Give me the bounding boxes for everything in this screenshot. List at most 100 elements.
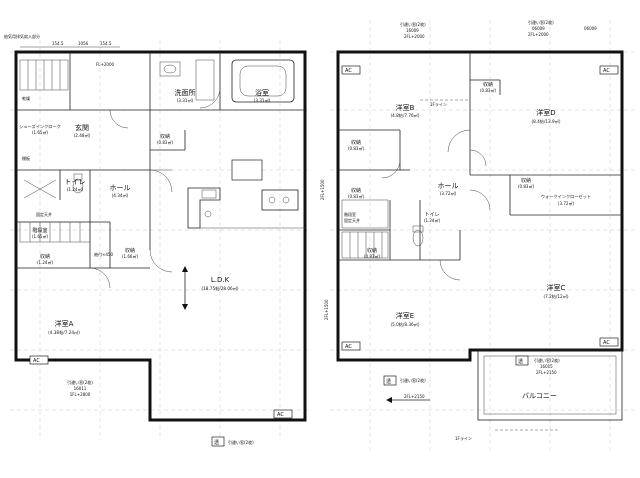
floor2-ac-br [599,337,619,347]
room-storage3: 収納 [40,253,50,260]
room-kaidan: 階段室 [32,227,47,234]
floor2-top-right-fl: 2FL+2000 [528,32,549,37]
floor1-ac-1-label: AC [33,358,40,364]
floor1-window-h: 16011 [74,386,87,391]
floor2-dim-mid: 2FL+1500 [320,179,325,200]
floor1-stairs [19,59,91,243]
floor2-plan: 引違い窓(2枚) 16009 2FL+2000 引違い窓(2枚) 06009 2… [320,19,624,441]
floor2-arrow [386,397,430,403]
room-storage-c-area: (0.83㎡) [348,193,364,199]
room-senmen-area: (3.31㎡) [177,97,194,103]
room-genkan-area: (2.48㎡) [74,132,91,138]
floor2-window2-fl: 2FL+2150 [404,394,425,399]
floor1-toumei-box [211,436,225,447]
room-kaidan-area: (1.65㎡) [32,233,48,239]
room-storage-d: 収納 [521,177,531,184]
floor2-top-note: 引違い窓(2枚) [400,21,426,27]
floor1-label-dimfl: FL+2000 [96,62,115,67]
room-yoshitsu-e-area: (5.0帖/8.36㎡) [390,321,419,328]
room-yoshitsu-b-area: (4.8帖/7.76㎡) [390,112,419,119]
floor1-plan: 給気用排気扇入部分 154.5 1056 154.5 [4,33,307,447]
floor2-outer-wall [336,50,624,362]
room-walkin: ウォークインクローゼット [541,193,591,200]
floor1-toumei: 透 [214,439,219,446]
floor2-toumei1: 透 [518,358,523,365]
room-hall2: ホール [438,182,459,190]
floor2-window-fl: 2FL+2150 [536,370,557,375]
floor2-window-h: 16015 [540,364,553,369]
floor2-top-right: 引違い窓(2枚) [528,19,554,25]
room-yoshitsu-a-area: (4.38帖/7.24㎡) [48,329,80,336]
room-yokushitsu-area: (3.31㎡) [254,97,271,103]
floor2-ac-tl [341,65,361,75]
room-toilet2-area: (1.24㎡) [424,217,440,223]
room-yokushitsu: 浴室 [255,88,269,97]
floor2-stairs [341,199,389,259]
floor1-window-label: 引違い窓(2枚) [67,379,93,385]
floor2-koteki-label: 固定天井 [344,217,360,223]
room-storage-c: 収納 [351,187,361,194]
floor2-window2-label: 引違い窓(2枚) [400,377,426,383]
grid-lines [10,20,635,450]
floor1-fixtures [72,59,215,194]
room-storage-e-area: (0.83㎡) [364,253,380,259]
floor1-ac-1 [29,355,49,365]
floor1-dim-left: 154.5 [52,41,64,46]
room-ldk: L.D.K [211,276,230,284]
floor1-kitchen [187,159,305,229]
floor2-toumei1-box [515,355,529,366]
floor1-doors [89,87,221,289]
room-toilet2: トイレ [424,212,439,218]
room-yoshitsu-a: 洋室A [55,319,74,328]
floor1-bathtub [231,59,295,103]
room-toilet-area: (1.24㎡) [67,186,84,192]
room-shoes-area: (1.65㎡) [32,129,48,135]
floor2-top-note-fl: 2FL+2000 [404,34,425,39]
floor2-top-right-h: 06009 [532,26,545,31]
room-ldk-area: (18.75帖/28.06㎡) [201,285,238,292]
floor2-dim-side: 2FL+1500 [324,299,329,320]
room-yoshitsu-d-area: (8.4帖/13.9㎡) [531,118,560,125]
room-senmen: 洗面所 [175,88,196,97]
room-yoshitsu-b: 洋室B [396,103,415,112]
floor1-label-tana: 棚板 [22,155,30,161]
room-genkan: 玄関 [75,123,89,132]
floor2-ac-tr [599,65,619,75]
floor1-ldk-arrow [182,266,188,310]
floor2-toumei2-box [383,375,397,386]
floor2-doors [381,129,491,281]
room-hall-area: (4.34㎡) [112,192,129,198]
room-yoshitsu-d: 洋室D [536,108,555,117]
room-hall: ホール [110,184,131,192]
floor2-balcony [477,349,623,421]
room-storage3-area: (1.24㎡) [37,259,53,265]
room-yoshitsu-c-area: (7.2帖/12㎡) [543,293,568,300]
room-storage-a: 収納 [483,81,493,88]
room-storage1-area: (0.83㎡) [157,139,173,145]
room-storage-d-area: (0.83㎡) [518,183,534,189]
room-toilet: トイレ [65,178,86,186]
floor2-1f-line-label2: 1Fライン [455,435,472,441]
room-storage-e: 収納 [367,247,377,254]
floor1-dim-mid: 1056 [78,41,89,46]
room-walkin-area: (3.72㎡) [558,200,574,206]
room-yoshitsu-c: 洋室C [547,283,566,292]
floor2-window-label: 引違い窓(2枚) [534,357,560,363]
floor2-top-far: 06009 [584,26,597,31]
floor2-ac-tl-label: AC [345,68,352,74]
floor2-top-note-h: 16009 [406,28,419,33]
floor1-outer-wall [14,50,307,422]
floor1-label-kaidan-note: 固定天井 [36,211,52,217]
room-storage-b: 収納 [351,139,361,146]
room-yoshitsu-e: 洋室E [396,311,414,320]
room-hall2-area: (3.72㎡) [440,190,457,196]
floor2-balcony-label: バルコニー [522,392,557,400]
room-shoes: シューズインクローク [19,123,61,130]
floor1-ac-2 [273,409,293,419]
room-storage-b-area: (0.83㎡) [348,145,364,151]
floor2-ac-br-label: AC [603,340,610,346]
floor2-1f-line-label: 1Fライン [430,101,447,107]
floor2-kaidan-label: 階段室 [344,211,356,217]
floor1-fridge-note [231,159,263,181]
